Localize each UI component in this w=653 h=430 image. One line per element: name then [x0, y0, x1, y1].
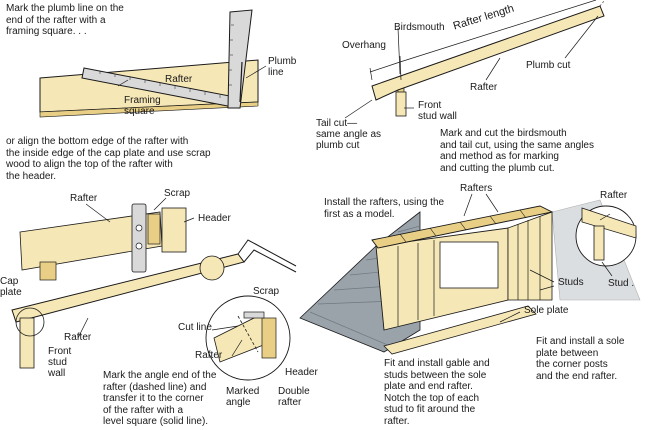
front-stud-wall-top	[395, 91, 407, 117]
header-block	[161, 207, 187, 253]
top-left-caption-1: Mark the plumb line on the end of the ra…	[6, 3, 124, 37]
detail-circle-left	[15, 307, 45, 337]
label-cap-plate: Cap plate	[0, 276, 22, 298]
label-rafter-detail: Rafter	[195, 350, 223, 361]
bottom-left-caption: Mark the angle end of the rafter (dashed…	[103, 370, 217, 427]
label-front-stud-wall-top: Front stud wall	[418, 100, 457, 122]
label-rafter-mid: Rafter	[64, 332, 92, 343]
label-rafter-top-left: Rafter	[165, 74, 193, 85]
rafter-placement-illustration	[11, 197, 297, 381]
rafter-with-framing-square-illustration	[39, 9, 267, 118]
level-tool	[131, 203, 147, 273]
label-rafter-detail-right: Rafter	[600, 190, 628, 201]
label-stud: Stud .	[608, 278, 635, 289]
overhang-dimension	[369, 61, 401, 73]
plumb-line-mark	[239, 61, 243, 103]
gable-studs-caption: Fit and install gable and studs between …	[384, 358, 490, 427]
dormer-framing-illustration	[299, 193, 641, 355]
side-studs-frame	[507, 211, 553, 301]
rafter-board-shadow	[39, 101, 259, 118]
label-plumb-line: Plumb line	[268, 56, 297, 78]
sole-plate-caption: Fit and install a sole plate between the…	[536, 336, 625, 382]
label-rafter-detail-top: Rafter	[70, 193, 98, 204]
top-right-caption: Mark and cut the birdsmouth and tail cut…	[440, 128, 594, 174]
label-birdsmouth: Birdsmouth	[394, 22, 445, 33]
double-rafter-block	[261, 317, 277, 359]
rafter-layout-illustration	[344, 0, 606, 119]
rafter-side-view	[371, 5, 605, 101]
label-tail-cut: Tail cut— same angle as plumb cut	[316, 118, 382, 151]
label-header-top: Header	[198, 213, 231, 224]
label-header: Header	[285, 367, 318, 378]
stud-detail	[593, 225, 605, 261]
top-left-caption-2: or align the bottom edge of the rafter w…	[6, 136, 211, 182]
label-overhang: Overhang	[342, 40, 386, 51]
install-rafters-caption: Install the rafters, using the first as …	[324, 197, 445, 220]
label-scrap-top: Scrap	[164, 188, 191, 199]
label-marked-angle: Marked angle	[226, 386, 260, 408]
label-double-rafter: Double rafter	[278, 386, 310, 408]
front-stud-wall	[19, 317, 35, 369]
label-rafters: Rafters	[460, 183, 493, 194]
label-plumb-cut: Plumb cut	[526, 60, 571, 71]
label-cut-line: Cut line	[178, 322, 212, 333]
label-rafter-top-right: Rafter	[470, 82, 498, 93]
rafter-detail-slope	[581, 207, 637, 239]
label-sole-plate: Sole plate	[524, 305, 569, 316]
label-studs: Studs	[558, 277, 584, 288]
label-scrap: Scrap	[253, 286, 280, 297]
framing-square-tongue	[227, 9, 253, 109]
label-framing-square: Framing square	[124, 95, 161, 117]
sole-plate	[383, 305, 537, 355]
detail-circle-right	[199, 255, 225, 281]
label-front-stud-wall: Front stud wall	[48, 346, 72, 379]
rafter-length-dimension	[399, 0, 597, 63]
stud-notch-detail	[575, 205, 637, 277]
